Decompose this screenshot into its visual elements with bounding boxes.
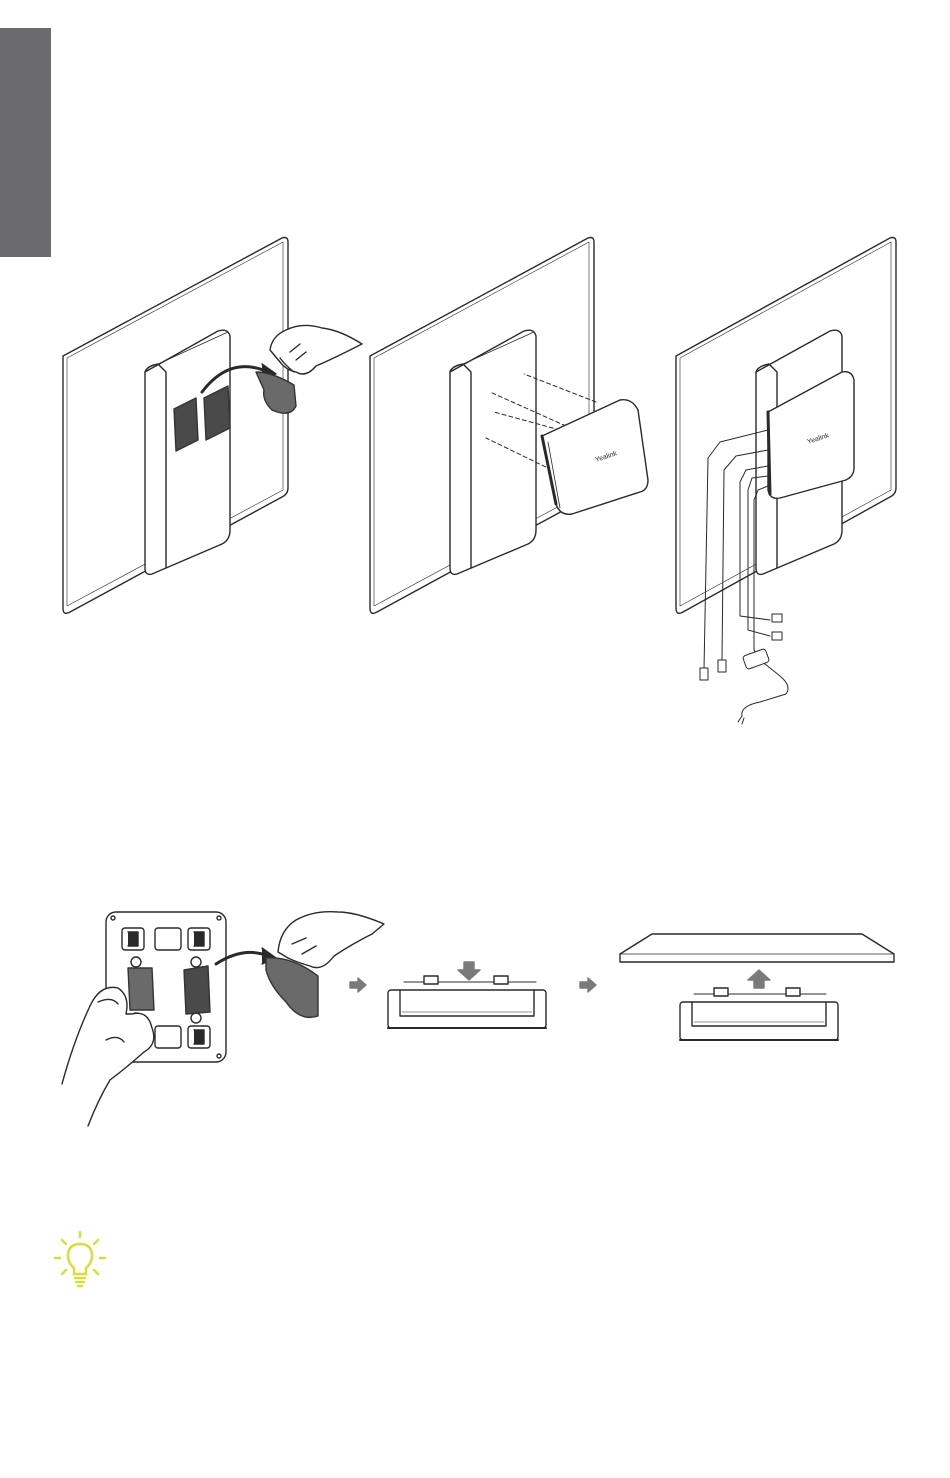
step-arrow-2 [580,978,596,992]
dock-side-view-1 [388,976,546,1028]
press-down-arrow [458,962,480,980]
step-arrow-1 [350,978,366,992]
table-top [620,934,894,962]
lightbulb-icon [52,1230,108,1288]
hand-illustration-3 [278,912,384,968]
push-up-arrow [748,970,770,988]
dock-side-view-2 [680,988,838,1040]
